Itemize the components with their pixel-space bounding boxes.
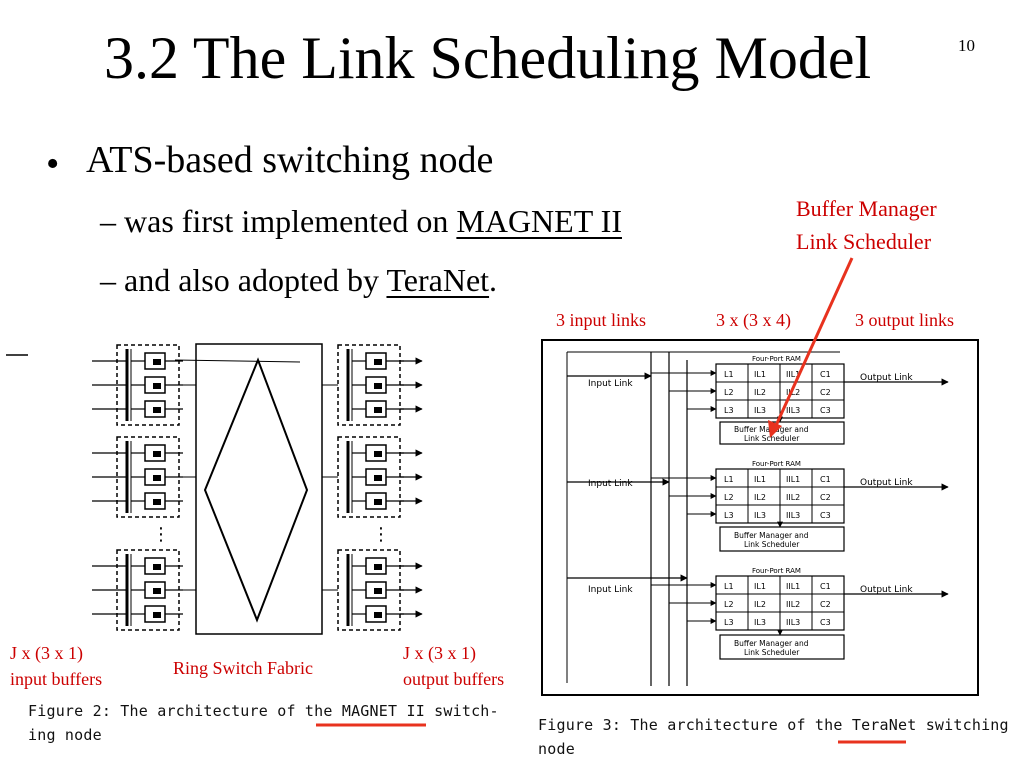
teranet-link[interactable]: TeraNet bbox=[386, 262, 490, 298]
ram1-cell-r1c4: C1 bbox=[820, 370, 831, 379]
ram-label-1: Four-Port RAM bbox=[752, 355, 801, 363]
input-links-label: 3 input links bbox=[556, 310, 647, 330]
ram2-cell-r1c4: C1 bbox=[820, 475, 831, 484]
matrix-size-label: 3 x (3 x 4) bbox=[716, 310, 791, 330]
input-link-label-1: Input Link bbox=[588, 379, 633, 389]
ring-switch-fabric-label: Ring Switch Fabric bbox=[173, 658, 313, 678]
ram1-cell-r2c1: L2 bbox=[724, 388, 734, 397]
magnet-ii-diagram: ⋮ ⋮ bbox=[6, 343, 423, 635]
input-buffers-label: input buffers bbox=[10, 669, 103, 689]
output-link-label-1: Output Link bbox=[860, 373, 913, 383]
ram1-cell-r2c3: IIL2 bbox=[786, 388, 800, 397]
scheduler-callout-arrow bbox=[768, 257, 854, 438]
sub-bullet-text: – was first implemented on bbox=[100, 203, 457, 239]
svg-text:⋮: ⋮ bbox=[372, 524, 390, 545]
ram3-cell-r1c3: IIL1 bbox=[786, 582, 800, 591]
ram1-cell-r3c1: L3 bbox=[724, 406, 734, 415]
ram3-cell-r1c1: L1 bbox=[724, 582, 734, 591]
ram3-cell-r2c4: C2 bbox=[820, 600, 831, 609]
ram1-cell-r1c3: IIL1 bbox=[786, 370, 800, 379]
svg-text:⋮: ⋮ bbox=[152, 524, 170, 545]
ram1-cell-r1c2: IL1 bbox=[754, 370, 766, 379]
teranet-diagram: Input Link Input Link Input Link Output … bbox=[541, 339, 979, 696]
figure2-caption-line2: ing node bbox=[28, 726, 102, 744]
bullet-main: ATS-based switching node bbox=[86, 139, 494, 181]
scheduler-label-3b: Link Scheduler bbox=[744, 648, 800, 657]
ram3-cell-r3c4: C3 bbox=[820, 618, 831, 627]
ram3-cell-r3c3: IIL3 bbox=[786, 618, 800, 627]
scheduler-label-2a: Buffer Manager and bbox=[734, 531, 809, 540]
ram1-cell-r3c4: C3 bbox=[820, 406, 831, 415]
ram3-cell-r2c2: IL2 bbox=[754, 600, 766, 609]
ram1-cell-r1c1: L1 bbox=[724, 370, 734, 379]
figure3-caption-line2: node bbox=[538, 740, 575, 758]
sub-bullet-text: – and also adopted by bbox=[100, 262, 387, 298]
output-buffers-size-label: J x (3 x 1) bbox=[403, 643, 476, 663]
output-buffers-label: output buffers bbox=[403, 669, 505, 689]
ram2-cell-r2c4: C2 bbox=[820, 493, 831, 502]
input-link-label-2: Input Link bbox=[588, 479, 633, 489]
ram3-cell-r3c2: IL3 bbox=[754, 618, 766, 627]
page-number: 10 bbox=[958, 36, 975, 55]
scheduler-label-2b: Link Scheduler bbox=[744, 540, 800, 549]
ram2-cell-r3c3: IIL3 bbox=[786, 511, 800, 520]
ram-label-2: Four-Port RAM bbox=[752, 460, 801, 468]
ram3-cell-r3c1: L3 bbox=[724, 618, 734, 627]
ram2-cell-r3c2: IL3 bbox=[754, 511, 766, 520]
ram2-cell-r2c1: L2 bbox=[724, 493, 734, 502]
link-scheduler-label: Link Scheduler bbox=[796, 229, 932, 254]
figure3-caption-line1: Figure 3: The architecture of the TeraNe… bbox=[538, 716, 1009, 734]
ram3-cell-r1c4: C1 bbox=[820, 582, 831, 591]
magnet-link[interactable]: MAGNET II bbox=[456, 203, 622, 239]
output-link-label-3: Output Link bbox=[860, 585, 913, 595]
ram2-cell-r3c1: L3 bbox=[724, 511, 734, 520]
ram-label-3: Four-Port RAM bbox=[752, 567, 801, 575]
ram3-cell-r2c3: IIL2 bbox=[786, 600, 800, 609]
scheduler-label-1b: Link Scheduler bbox=[744, 434, 800, 443]
output-links-label: 3 output links bbox=[855, 310, 955, 330]
ram2-cell-r2c2: IL2 bbox=[754, 493, 766, 502]
sub-bullet-teranet: – and also adopted by TeraNet. bbox=[100, 262, 497, 299]
bullet-marker: • bbox=[46, 143, 60, 185]
figure2-caption-line1: Figure 2: The architecture of the MAGNET… bbox=[28, 702, 499, 720]
ram2-cell-r1c2: IL1 bbox=[754, 475, 766, 484]
ram2-cell-r1c3: IIL1 bbox=[786, 475, 800, 484]
input-link-label-3: Input Link bbox=[588, 585, 633, 595]
output-link-label-2: Output Link bbox=[860, 478, 913, 488]
ram1-cell-r2c4: C2 bbox=[820, 388, 831, 397]
slide-title: 3.2 The Link Scheduling Model bbox=[104, 25, 872, 91]
input-buffers-size-label: J x (3 x 1) bbox=[10, 643, 83, 663]
ram1-cell-r2c2: IL2 bbox=[754, 388, 766, 397]
sub-bullet-magnet: – was first implemented on MAGNET II bbox=[100, 203, 622, 240]
scheduler-label-3a: Buffer Manager and bbox=[734, 639, 809, 648]
buffer-manager-label: Buffer Manager bbox=[796, 196, 937, 221]
ram1-cell-r3c2: IL3 bbox=[754, 406, 766, 415]
ram2-cell-r3c4: C3 bbox=[820, 511, 831, 520]
sub-bullet-suffix: . bbox=[489, 262, 498, 298]
ram3-cell-r1c2: IL1 bbox=[754, 582, 766, 591]
ram2-cell-r1c1: L1 bbox=[724, 475, 734, 484]
ram1-cell-r3c3: IIL3 bbox=[786, 406, 800, 415]
ram3-cell-r2c1: L2 bbox=[724, 600, 734, 609]
ram2-cell-r2c3: IIL2 bbox=[786, 493, 800, 502]
